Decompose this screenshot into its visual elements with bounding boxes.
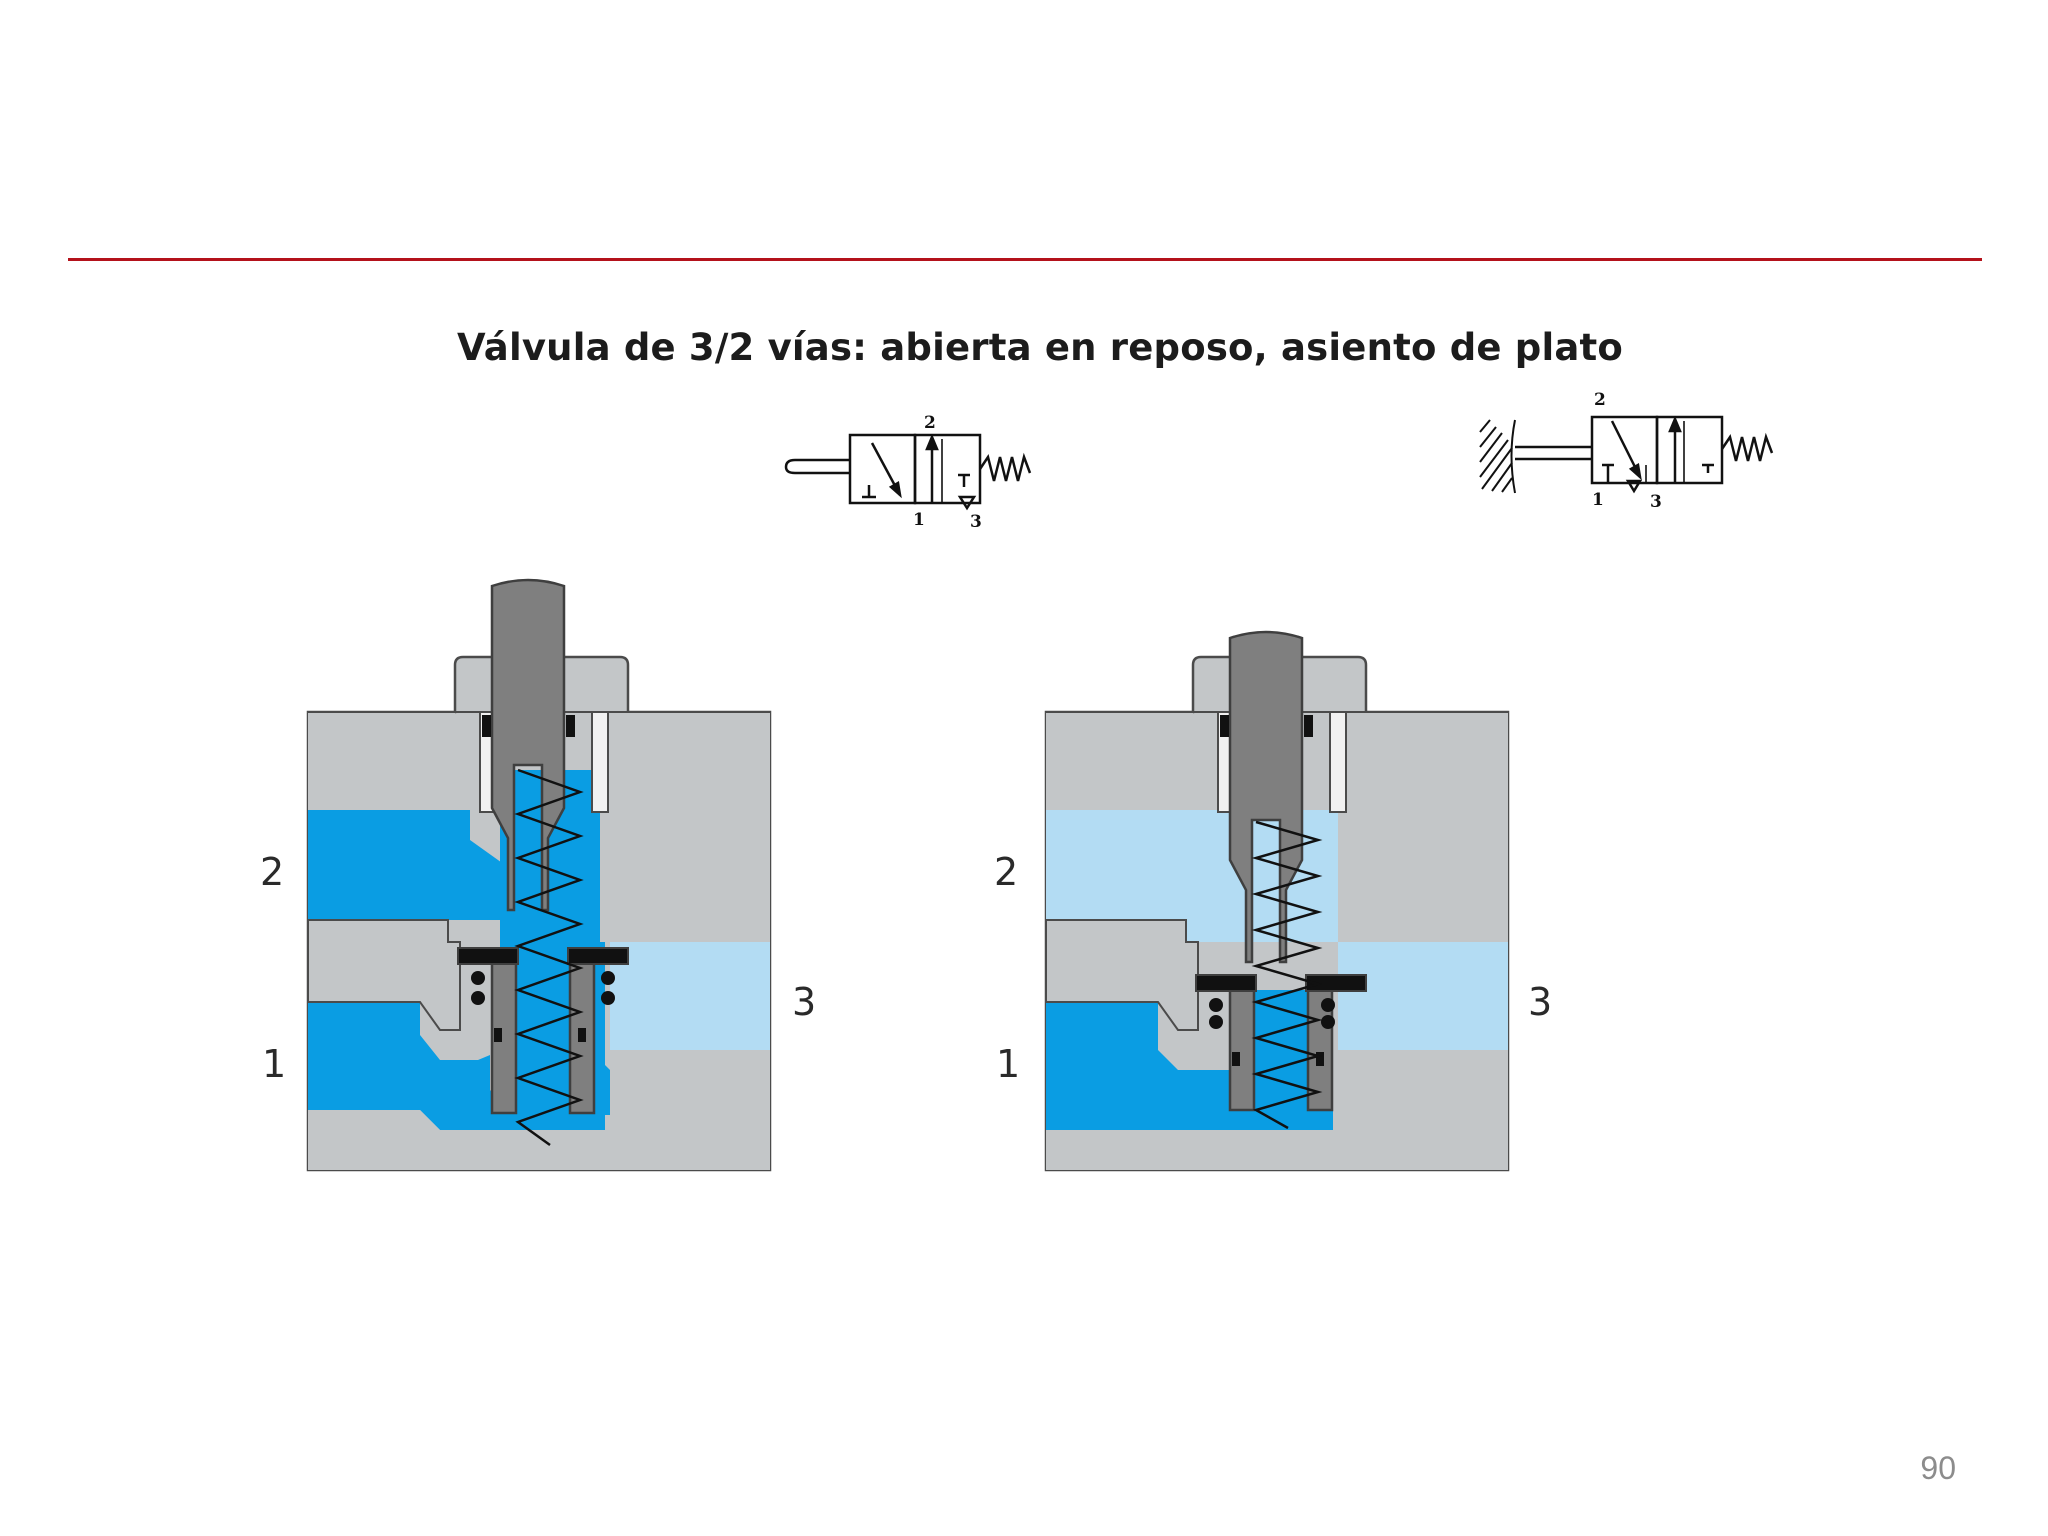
valve-symbol-left: 2 1 3 [784, 413, 1032, 532]
symbol-envelope-left [848, 433, 917, 505]
symbol-right-port-2: 2 [1594, 390, 1606, 410]
port-1-channel [308, 810, 610, 1130]
symbol-envelope-right [913, 433, 982, 505]
rest-port-1-label: 1 [262, 1042, 287, 1086]
return-spring-icon [1251, 820, 1323, 1130]
spring-icon [978, 452, 1032, 482]
plunger-stem [1228, 630, 1304, 964]
valve-section-actuated [1044, 630, 1510, 1172]
wall-hatch-icon [1479, 419, 1516, 494]
rest-port-2-label: 2 [260, 850, 285, 894]
poppet-disc [457, 947, 519, 965]
valve-section-rest [306, 578, 772, 1172]
symbol-left-port-2: 2 [924, 413, 936, 433]
poppet-disc [1195, 974, 1257, 992]
page-number: 90 [1920, 1450, 1956, 1486]
port-2-channel [308, 810, 505, 920]
actuated-port-3-label: 3 [1528, 980, 1553, 1024]
valve-symbol-right: 2 1 3 [1479, 390, 1774, 512]
symbol-envelope-left [1590, 415, 1659, 485]
port-3-channel [1338, 942, 1508, 1050]
rest-port-3-label: 3 [792, 980, 817, 1024]
port-2-channel [1046, 810, 1338, 942]
spring-icon [1720, 432, 1774, 462]
symbol-right-port-3: 3 [1650, 492, 1662, 512]
port-1-channel [1046, 1002, 1243, 1130]
actuated-port-1-label: 1 [996, 1042, 1021, 1086]
plunger-stem [490, 578, 566, 912]
symbol-left-port-1: 1 [913, 510, 925, 530]
title-divider-line [68, 258, 1982, 261]
pushbutton-actuator [784, 458, 850, 475]
port-3-channel [610, 942, 770, 1050]
symbol-left-port-3: 3 [970, 512, 982, 532]
symbol-envelope-right [1655, 415, 1724, 485]
slide-title: Válvula de 3/2 vías: abierta en reposo, … [456, 326, 1624, 369]
return-spring-icon [514, 768, 584, 1147]
symbol-right-port-1: 1 [1592, 490, 1604, 510]
actuated-port-2-label: 2 [994, 850, 1019, 894]
